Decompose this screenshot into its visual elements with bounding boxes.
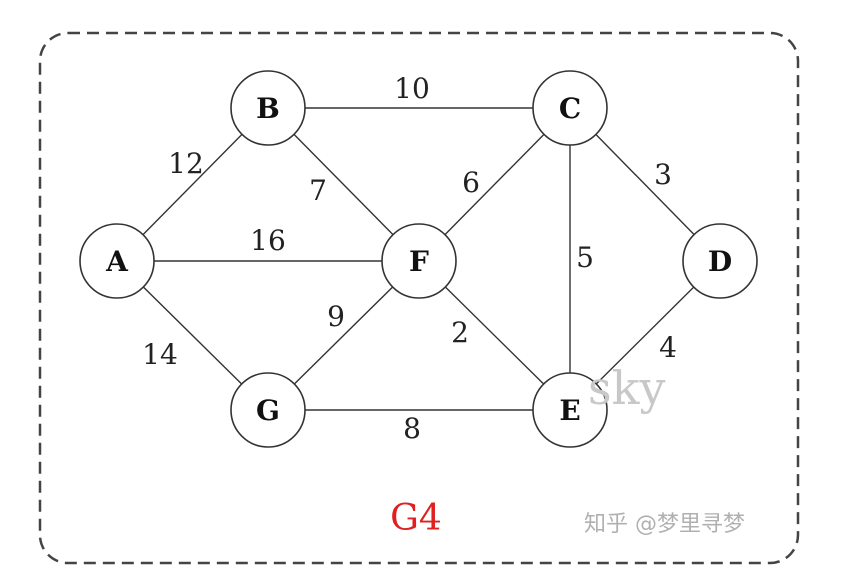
edge-labels-layer: 10 12 7 6 3 16 5 9 2 4 14 8 xyxy=(142,72,677,445)
node-g: G xyxy=(230,372,306,448)
edge-weight-g-e: 8 xyxy=(403,412,421,445)
node-e: E xyxy=(532,372,608,448)
edge-weight-c-e: 5 xyxy=(576,241,594,274)
node-c: C xyxy=(532,70,608,146)
edge-weight-d-e: 4 xyxy=(659,331,677,364)
node-a: A xyxy=(79,223,155,299)
node-circle xyxy=(532,70,608,146)
graph-caption: G4 xyxy=(390,498,442,539)
edge-weight-c-d: 3 xyxy=(654,158,672,191)
node-label: D xyxy=(708,245,732,278)
nodes-layer: A B C D E F G xyxy=(79,70,758,448)
node-label: E xyxy=(559,394,580,427)
dashed-frame xyxy=(38,31,800,565)
node-circle xyxy=(230,70,306,146)
node-label: C xyxy=(559,92,581,125)
edge-weight-a-g: 14 xyxy=(142,338,178,371)
node-circle xyxy=(79,223,155,299)
node-label: F xyxy=(409,245,429,278)
node-b: B xyxy=(230,70,306,146)
edge-weight-f-e: 2 xyxy=(451,316,469,349)
edge-weight-g-f: 9 xyxy=(327,300,345,333)
watermark-overlay: sky xyxy=(588,361,665,415)
node-circle xyxy=(381,223,457,299)
node-circle xyxy=(230,372,306,448)
node-f: F xyxy=(381,223,457,299)
node-circle xyxy=(682,223,758,299)
node-d: D xyxy=(682,223,758,299)
edge-weight-b-f: 7 xyxy=(309,174,327,207)
edge-weight-b-c: 10 xyxy=(394,72,430,105)
edge-weight-a-b: 12 xyxy=(168,147,204,180)
edge-weight-f-c: 6 xyxy=(462,166,480,199)
node-label: A xyxy=(105,245,129,278)
edge-weight-a-f: 16 xyxy=(250,224,286,257)
node-label: B xyxy=(256,92,280,125)
node-circle xyxy=(532,372,608,448)
watermark-credit: 知乎 @梦里寻梦 xyxy=(584,512,745,537)
node-label: G xyxy=(256,394,280,427)
